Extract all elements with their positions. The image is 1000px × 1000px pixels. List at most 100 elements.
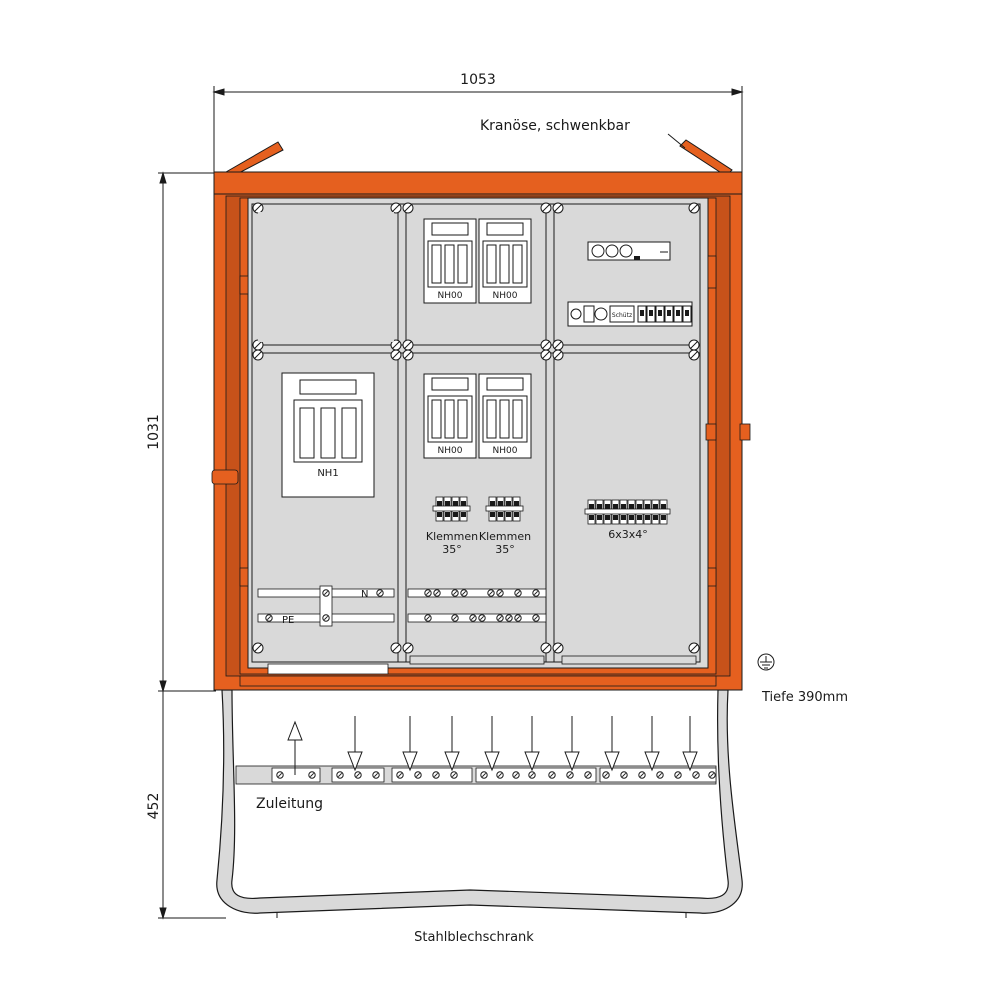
screw bbox=[460, 589, 468, 597]
width-dimension-label: 1053 bbox=[460, 72, 496, 88]
panel-screws bbox=[252, 202, 700, 654]
screw bbox=[540, 349, 552, 361]
screw bbox=[451, 614, 459, 622]
screw bbox=[602, 771, 610, 779]
nh00-fuse: NH00 bbox=[423, 218, 477, 304]
screw bbox=[276, 771, 284, 779]
base-height-label: 452 bbox=[146, 793, 162, 820]
outgoing-arrows bbox=[347, 716, 698, 772]
screw bbox=[432, 771, 440, 779]
blank-panel bbox=[258, 212, 394, 342]
screw bbox=[265, 614, 273, 622]
screw bbox=[402, 349, 414, 361]
screw bbox=[566, 771, 574, 779]
screw bbox=[390, 202, 402, 214]
cable-entries bbox=[267, 655, 697, 675]
screw bbox=[252, 349, 264, 361]
screw bbox=[376, 589, 384, 597]
terminal-1-name: Klemmen bbox=[426, 530, 478, 543]
screw bbox=[433, 589, 441, 597]
feed-arrow-icon bbox=[287, 720, 303, 775]
screw bbox=[552, 339, 564, 351]
screw bbox=[692, 771, 700, 779]
screw bbox=[451, 589, 459, 597]
earth-ground-icon bbox=[757, 653, 775, 671]
screw bbox=[402, 339, 414, 351]
feed-label: Zuleitung bbox=[256, 796, 323, 812]
contactor-label: Schütz bbox=[612, 312, 632, 319]
terminal-block-label: 6x3x4° bbox=[608, 528, 648, 541]
screw bbox=[688, 339, 700, 351]
screw bbox=[478, 614, 486, 622]
screw bbox=[548, 771, 556, 779]
screw bbox=[540, 339, 552, 351]
screw bbox=[512, 771, 520, 779]
screw bbox=[620, 771, 628, 779]
busbar-n-label: N bbox=[361, 589, 368, 600]
screw bbox=[469, 614, 477, 622]
dimension-height-cabinet bbox=[158, 171, 216, 693]
screw bbox=[552, 642, 564, 654]
screw bbox=[638, 771, 646, 779]
screw bbox=[514, 614, 522, 622]
screw bbox=[402, 642, 414, 654]
contactor-row: Schütz bbox=[567, 301, 693, 327]
screw bbox=[480, 771, 488, 779]
arrow-down-icon bbox=[524, 716, 540, 772]
nh1-label: NH1 bbox=[317, 468, 338, 479]
nh00-fuse: NH00 bbox=[478, 218, 532, 304]
socket-meter-group bbox=[587, 241, 671, 261]
screw bbox=[372, 771, 380, 779]
screw bbox=[322, 589, 330, 597]
screw bbox=[496, 614, 504, 622]
screw bbox=[514, 589, 522, 597]
screw bbox=[414, 771, 422, 779]
crane-eye-leader bbox=[667, 133, 686, 149]
dimension-height-base bbox=[158, 691, 226, 920]
screw bbox=[674, 771, 682, 779]
screw bbox=[532, 614, 540, 622]
screw bbox=[252, 642, 264, 654]
arrow-down-icon bbox=[444, 716, 460, 772]
nh00-label: NH00 bbox=[493, 291, 518, 301]
screw bbox=[252, 202, 264, 214]
arrow-down-icon bbox=[402, 716, 418, 772]
screw bbox=[496, 589, 504, 597]
rail-screws bbox=[276, 771, 716, 779]
cabinet-type-label: Stahlblechschrank bbox=[414, 930, 534, 945]
screw bbox=[487, 589, 495, 597]
screw bbox=[656, 771, 664, 779]
crane-eye-left bbox=[224, 141, 284, 177]
base-rail bbox=[235, 765, 717, 785]
screw bbox=[688, 202, 700, 214]
door-lock bbox=[739, 423, 751, 441]
screw bbox=[308, 771, 316, 779]
arrow-down-icon bbox=[347, 716, 363, 772]
busbar-screws bbox=[265, 589, 540, 622]
nh1-fuse: NH1 bbox=[281, 372, 375, 498]
busbar-pe-label: PE bbox=[282, 615, 294, 626]
screw bbox=[402, 202, 414, 214]
screw bbox=[505, 614, 513, 622]
screw bbox=[540, 642, 552, 654]
terminal-2-name: Klemmen bbox=[479, 530, 531, 543]
screw bbox=[496, 771, 504, 779]
arrow-down-icon bbox=[644, 716, 660, 772]
crane-eye-label: Kranöse, schwenkbar bbox=[480, 118, 630, 134]
terminal-1: Klemmen 35° bbox=[426, 496, 478, 556]
screw bbox=[688, 349, 700, 361]
nh00-fuse: NH00 bbox=[478, 373, 532, 459]
screw bbox=[424, 614, 432, 622]
screw bbox=[552, 349, 564, 361]
terminal-2: Klemmen 35° bbox=[479, 496, 531, 556]
nh00-label: NH00 bbox=[493, 446, 518, 456]
screw bbox=[396, 771, 404, 779]
screw bbox=[528, 771, 536, 779]
screw bbox=[390, 642, 402, 654]
screw bbox=[336, 771, 344, 779]
screw bbox=[584, 771, 592, 779]
screw bbox=[322, 614, 330, 622]
screw bbox=[424, 589, 432, 597]
arrow-down-icon bbox=[564, 716, 580, 772]
